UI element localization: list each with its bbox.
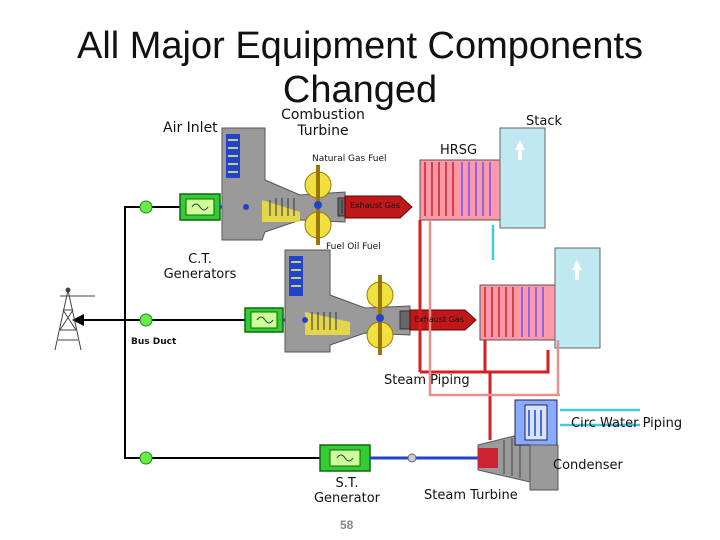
- slide-title: All Major Equipment Components Changed: [0, 24, 720, 112]
- stack-1: [499, 127, 546, 229]
- hrsg-1: [419, 127, 546, 229]
- combustion-turbine-label-line-2: Turbine: [297, 123, 349, 139]
- condenser-label: Condenser: [553, 458, 623, 473]
- bus-duct-label: Bus Duct: [131, 337, 177, 347]
- natural-gas-fuel-label: Natural Gas Fuel: [312, 154, 387, 164]
- exhaust-gas-1-label: Exhaust Gas: [350, 201, 400, 210]
- ct-generators-label: C.T. Generators: [150, 252, 250, 282]
- bus-lines: [80, 206, 320, 459]
- combustion-turbine-label: Combustion Turbine: [278, 107, 368, 139]
- combustion-turbine-2: [284, 249, 421, 355]
- combustion-turbine-label-line-1: Combustion: [281, 107, 365, 123]
- hrsg-label: HRSG: [440, 143, 478, 158]
- circ-water-lines: [491, 225, 640, 427]
- steam-turbine-label: Steam Turbine: [424, 488, 518, 503]
- breaker-2-icon: [139, 313, 153, 327]
- exhaust-gas-2-arrow: [409, 309, 477, 331]
- steam-piping-label: Steam Piping: [384, 373, 470, 388]
- title-line-1: All Major Equipment Components: [76, 25, 644, 67]
- circ-water-piping-label: Circ Water Piping: [571, 416, 683, 431]
- hrsg-2: [479, 247, 601, 349]
- ct-generators-label-line-1: C.T.: [188, 252, 212, 267]
- st-generator-label-line-1: S.T.: [335, 476, 359, 491]
- air-inlet-label: Air Inlet: [163, 120, 218, 136]
- ct-generator-1: [179, 193, 221, 221]
- ct-generators-label-line-2: Generators: [163, 267, 237, 282]
- bus-arrow: [72, 314, 84, 326]
- transmission-tower-icon: [54, 287, 95, 351]
- st-generator-label: S.T. Generator: [297, 476, 397, 506]
- st-generator: [319, 444, 371, 472]
- breakers: [139, 200, 153, 465]
- feedwater-lines: [428, 220, 560, 397]
- title-line-2: Changed: [282, 69, 438, 111]
- steam-piping-lines: [418, 220, 550, 440]
- valve-icon: [407, 453, 417, 463]
- bus-vertical-line: [124, 206, 145, 459]
- page-number: 58: [340, 518, 354, 532]
- stack-label: Stack: [526, 114, 562, 129]
- combustion-turbine-1: [221, 127, 359, 245]
- ct-generator-2: [244, 307, 284, 333]
- st-generator-label-line-2: Generator: [313, 491, 380, 506]
- condenser: [514, 399, 559, 491]
- fuel-oil-fuel-label: Fuel Oil Fuel: [326, 242, 381, 252]
- breaker-1-icon: [139, 200, 153, 214]
- breaker-3-icon: [139, 451, 153, 465]
- exhaust-gas-2-label: Exhaust Gas: [414, 315, 464, 324]
- exhaust-gas-1-arrow: [344, 195, 413, 219]
